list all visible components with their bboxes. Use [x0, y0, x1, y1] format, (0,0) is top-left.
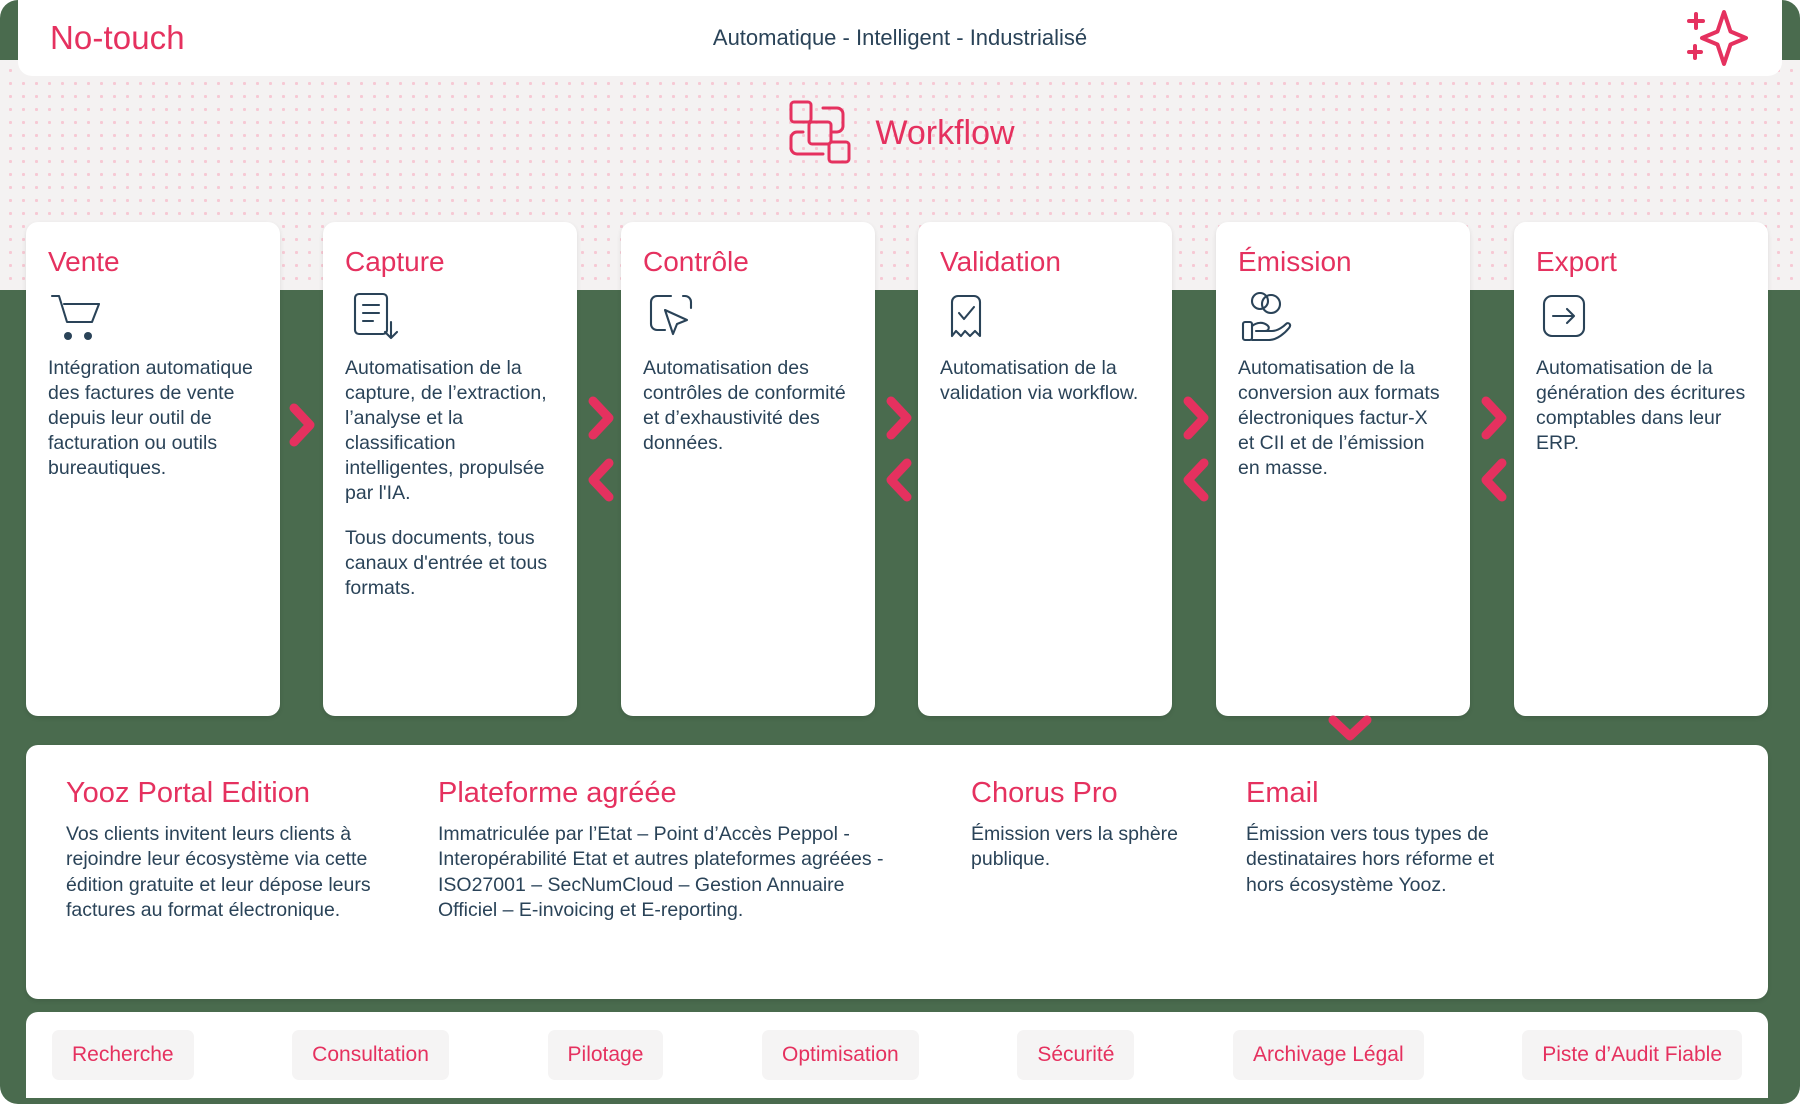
channel-title: Plateforme agréée	[438, 777, 677, 809]
step-paragraph: Intégration automatique des factures de …	[48, 357, 253, 479]
step-paragraph: Automatisation des contrôles de conformi…	[643, 357, 846, 454]
connector-chevron-right-5	[1478, 393, 1512, 443]
shopping-cart-icon	[48, 288, 258, 350]
step-paragraph: Automatisation de la conversion aux form…	[1238, 357, 1440, 479]
dot-pattern-band	[0, 60, 1800, 290]
connector-chevron-right-4	[1180, 393, 1214, 443]
tag-pilotage[interactable]: Pilotage	[547, 1030, 664, 1080]
page-title: No-touch	[50, 19, 185, 56]
connector-chevron-right-2	[585, 393, 619, 443]
channel-plateforme-agreee: Plateforme agréée Immatriculée par l’Eta…	[438, 777, 908, 923]
step-cards-row: Vente Intégration automatique des factur…	[0, 222, 1800, 722]
tag-optimisation[interactable]: Optimisation	[762, 1030, 919, 1080]
workflow-heading: Workflow	[0, 96, 1800, 171]
step-title: Export	[1536, 246, 1617, 277]
step-card-validation[interactable]: Validation Automatisation de la validati…	[918, 222, 1172, 716]
workflow-label: Workflow	[875, 114, 1015, 152]
step-title: Émission	[1238, 246, 1352, 277]
channels-panel: Yooz Portal Edition Vos clients invitent…	[26, 745, 1768, 999]
cursor-select-icon	[643, 288, 853, 350]
step-card-capture[interactable]: Capture Automatisation de la capture, de…	[323, 222, 577, 716]
channel-title: Chorus Pro	[971, 777, 1118, 809]
connector-chevron-left-2	[585, 455, 619, 505]
workflow-nodes-icon	[785, 96, 857, 171]
step-title: Contrôle	[643, 246, 749, 277]
hand-coins-icon	[1238, 288, 1448, 350]
tag-piste-audit-fiable[interactable]: Piste d’Audit Fiable	[1522, 1030, 1742, 1080]
step-card-export[interactable]: Export Automatisation de la génération d…	[1514, 222, 1768, 716]
step-title: Vente	[48, 246, 120, 277]
tag-securite[interactable]: Sécurité	[1017, 1030, 1135, 1080]
step-paragraph: Automatisation de la validation via work…	[940, 357, 1139, 404]
step-title: Capture	[345, 246, 445, 277]
connector-chevron-right-3	[883, 393, 917, 443]
connector-chevron-down	[1325, 712, 1375, 746]
step-title: Validation	[940, 246, 1061, 277]
tag-consultation[interactable]: Consultation	[292, 1030, 449, 1080]
connector-chevron-left-3	[883, 455, 917, 505]
channel-text: Vos clients invitent leurs clients à rej…	[66, 823, 371, 922]
step-paragraph: Automatisation de la capture, de l’extra…	[345, 357, 547, 504]
connector-chevron-left-5	[1478, 455, 1512, 505]
tag-archivage-legal[interactable]: Archivage Légal	[1233, 1030, 1424, 1080]
channel-text: Émission vers la sphère publique.	[971, 823, 1178, 871]
step-card-vente[interactable]: Vente Intégration automatique des factur…	[26, 222, 280, 716]
channel-yooz-portal-edition: Yooz Portal Edition Vos clients invitent…	[66, 777, 396, 923]
channel-text: Émission vers tous types de destinataire…	[1246, 823, 1495, 896]
channel-email: Email Émission vers tous types de destin…	[1246, 777, 1536, 898]
header-bar: No-touch Automatique - Intelligent - Ind…	[18, 0, 1782, 76]
channel-chorus-pro: Chorus Pro Émission vers la sphère publi…	[971, 777, 1221, 873]
tag-recherche[interactable]: Recherche	[52, 1030, 194, 1080]
receipt-check-icon	[940, 288, 1150, 350]
arrow-right-box-icon	[1536, 288, 1746, 350]
feature-tags-bar: Recherche Consultation Pilotage Optimisa…	[26, 1012, 1768, 1098]
step-paragraph: Automatisation de la génération des écri…	[1536, 357, 1746, 454]
connector-chevron-left-4	[1180, 455, 1214, 505]
step-card-controle[interactable]: Contrôle Automatisation des contrôles de…	[621, 222, 875, 716]
step-paragraph-secondary: Tous documents, tous canaux d'entrée et …	[345, 526, 548, 599]
document-download-icon	[345, 288, 555, 350]
header-subtitle: Automatique - Intelligent - Industrialis…	[712, 25, 1088, 50]
step-card-emission[interactable]: Émission Automatisation de la conversion…	[1216, 222, 1470, 716]
channel-title: Yooz Portal Edition	[66, 777, 310, 809]
channel-text: Immatriculée par l’Etat – Point d’Accès …	[438, 823, 884, 922]
channel-title: Email	[1246, 777, 1319, 809]
connector-chevron-right-1	[286, 400, 320, 450]
sparkle-ai-icon	[1684, 6, 1748, 70]
